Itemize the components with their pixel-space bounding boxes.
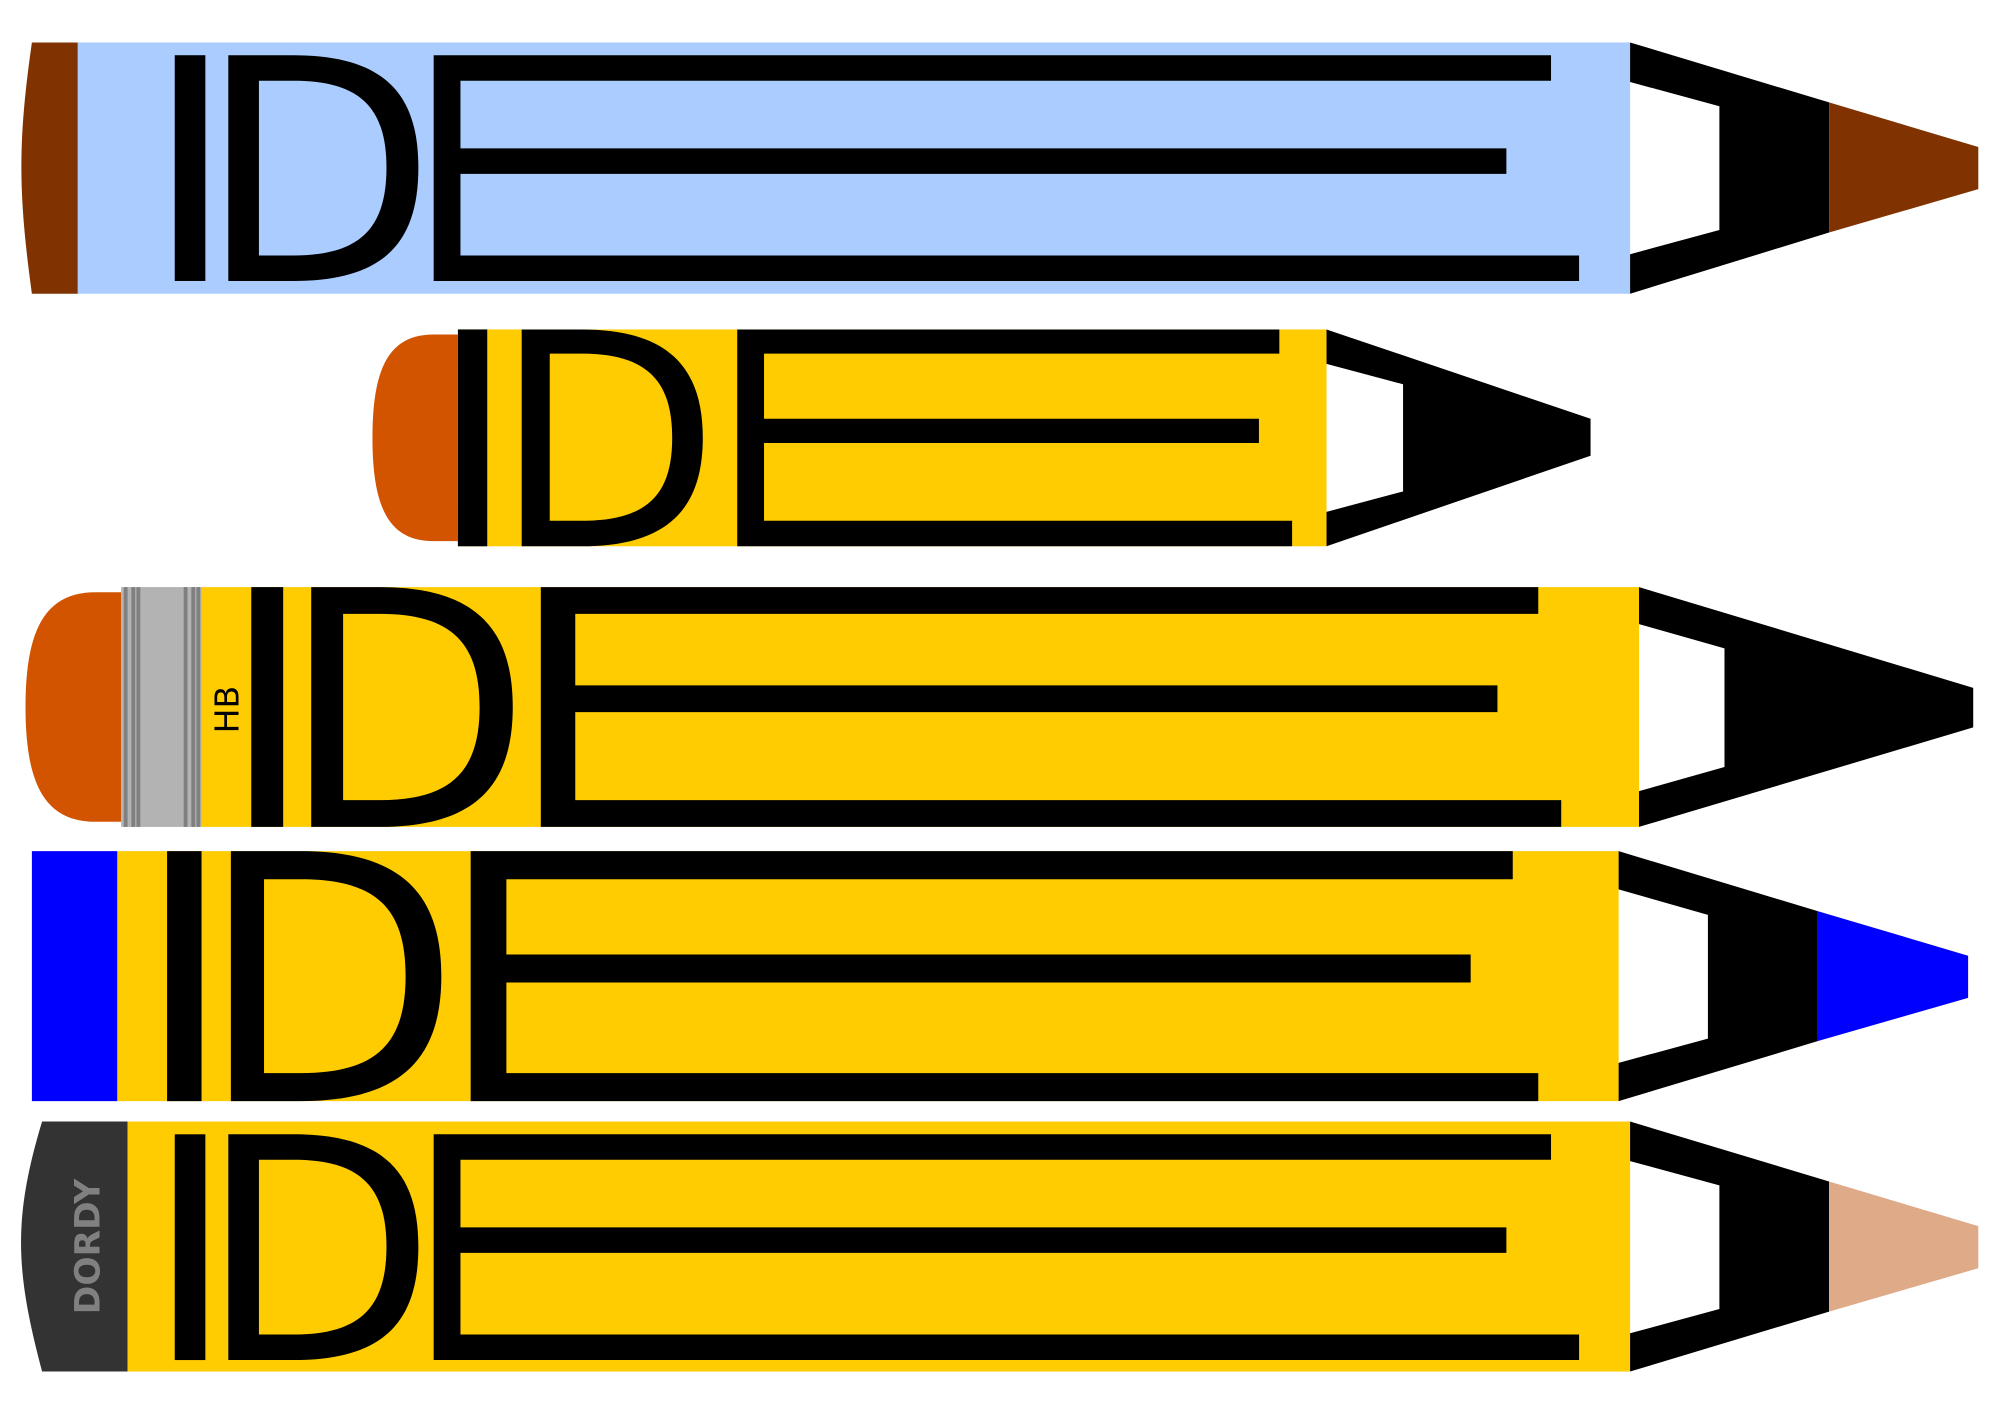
ferrule-stripes <box>123 587 201 827</box>
pencil-point <box>1829 102 1979 233</box>
pencil-short <box>372 329 1591 547</box>
pencil-blue <box>21 42 1979 294</box>
pencil-end-cap <box>31 851 118 1102</box>
ide-logo-letters <box>251 587 1562 827</box>
pencil-sharpened-tip <box>1326 329 1591 547</box>
pencil-sharpened-tip <box>1630 42 1830 294</box>
pencil-grade-label: HB <box>208 686 247 734</box>
pencil-brand-label: DORDY <box>68 1178 108 1314</box>
pencil-sharpened-tip <box>1630 1121 1830 1372</box>
pencil-eraser <box>372 334 458 542</box>
pencil-dordy: DORDY <box>21 1121 1979 1372</box>
pencil-sharpened-tip <box>1639 587 1974 827</box>
pencil-sharpened-tip <box>1618 851 1818 1102</box>
pencil-end-cap <box>21 42 78 294</box>
pencil-blue-tip <box>31 851 1969 1102</box>
ide-logo-letters <box>167 851 1539 1102</box>
pencil-end-cap <box>21 1121 128 1372</box>
pencil-hb: HB <box>25 587 1974 827</box>
pencil-point <box>1817 911 1969 1042</box>
pencil-eraser <box>25 592 122 822</box>
pencil-point <box>1829 1181 1979 1312</box>
ide-logo-letters <box>457 329 1293 547</box>
